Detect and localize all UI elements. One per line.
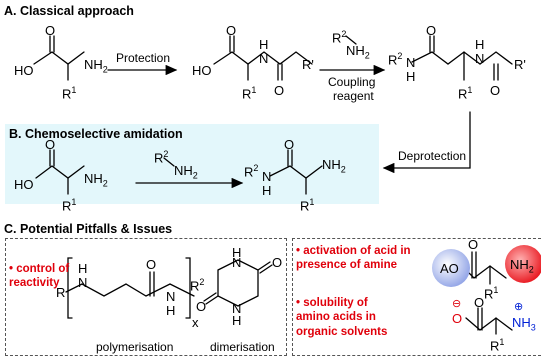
polymer-backbone	[65, 283, 195, 297]
dimer-h1: H	[232, 245, 242, 260]
section-b-title: B. Chemoselective amidation	[9, 127, 183, 141]
aa1-ho: HO	[14, 63, 34, 78]
b-aa-o: O	[45, 137, 56, 152]
paa-o2: O	[274, 83, 285, 98]
zwitterion-o: O	[474, 295, 485, 310]
paa-nh-n: N	[259, 51, 269, 66]
aa1-backbone	[33, 51, 85, 65]
zwitterion-backbone	[465, 317, 513, 331]
b-aa-nh2: NH2	[84, 171, 108, 189]
pitfall-box-reactivity	[5, 238, 287, 356]
activated-nh2: NH2	[510, 257, 534, 275]
product-r1: R1	[458, 85, 473, 102]
b-product-n: N	[262, 169, 272, 184]
label-polymerisation: polymerisation	[96, 340, 174, 354]
product-r-prime: R'	[514, 57, 526, 72]
dimer-n2: N	[232, 301, 242, 316]
coupling-label-1: Coupling	[328, 75, 376, 89]
deprotection-label: Deprotection	[398, 149, 467, 163]
issue-activation: • activation of acid in presence of amin…	[296, 245, 411, 272]
polymer-bracket-right	[185, 257, 191, 319]
panel-b-aa-backbone	[35, 165, 85, 179]
aa1-nh2: NH2	[84, 57, 108, 75]
aa1-o: O	[45, 23, 56, 38]
ester-sphere-icon	[432, 249, 470, 287]
dimer-o2: O	[196, 299, 207, 314]
activated-o: O	[468, 237, 479, 252]
product-o2: O	[490, 83, 501, 98]
poly-h2: H	[166, 303, 176, 318]
zwitterion-o-minus: O	[452, 311, 463, 326]
zwitterion-nh3: NH3	[512, 315, 536, 333]
poly-r2: R2	[190, 277, 205, 294]
deprotection-arrow	[382, 111, 471, 174]
paa-nh-h: H	[259, 37, 269, 52]
panel-b-background	[5, 124, 379, 204]
activated-r1: R1	[484, 285, 499, 302]
activated-ao: AO	[440, 261, 459, 276]
paa-o1: O	[226, 23, 237, 38]
section-a-title: A. Classical approach	[4, 4, 134, 18]
zwitterion-r1: R1	[490, 337, 505, 354]
poly-h1: H	[78, 261, 88, 276]
b-product-o: O	[284, 137, 295, 152]
reagent-nh2: NH2	[346, 43, 370, 61]
pitfall-box-activation-solubility	[292, 238, 541, 356]
b-product-r1: R1	[300, 197, 315, 214]
reagent-r2: R2	[332, 29, 347, 46]
amine-sphere-icon	[505, 245, 541, 283]
b-aa-r1: R1	[62, 197, 77, 214]
product-o1: O	[426, 23, 437, 38]
issue-reactivity: • control of reactivity	[9, 263, 70, 290]
product-h1: H	[406, 69, 416, 84]
coupling-label-2: reagent	[333, 89, 374, 103]
product-n1: N	[406, 55, 416, 70]
b-reagent-r2: R2	[154, 149, 169, 166]
minus-charge-icon: ⊖	[452, 298, 462, 310]
product-r2: R2	[388, 51, 403, 68]
poly-n1: N	[78, 275, 88, 290]
product-backbone	[411, 51, 513, 65]
polymer-bracket-left	[67, 257, 73, 319]
paa-r-prime: R'	[302, 57, 314, 72]
poly-n2: N	[166, 289, 176, 304]
b-product-r2: R2	[244, 163, 259, 180]
paa-ho: HO	[192, 63, 212, 78]
poly-r: R	[56, 285, 66, 300]
dimer-n1: N	[232, 255, 242, 270]
panel-b-product-backbone	[269, 165, 323, 179]
section-c-title: C. Potential Pitfalls & Issues	[4, 222, 173, 236]
b-product-h: H	[262, 183, 272, 198]
issue-solubility: • solubility of amino acids in organic s…	[296, 297, 388, 338]
poly-x: x	[192, 315, 199, 330]
dimer-o1: O	[272, 255, 283, 270]
dimer-h2: H	[232, 313, 242, 328]
aa1-r1: R1	[62, 85, 77, 102]
b-reagent-nh2: NH2	[174, 163, 198, 181]
poly-o: O	[146, 257, 157, 272]
paa-r1: R1	[242, 85, 257, 102]
protection-label: Protection	[116, 51, 171, 65]
product-n2: N	[475, 51, 485, 66]
product-h2: H	[475, 37, 485, 52]
b-aa-ho: HO	[14, 177, 34, 192]
plus-charge-icon: ⊕	[514, 301, 524, 313]
protected-aa-backbone	[213, 51, 313, 65]
b-product-nh2: NH2	[322, 157, 346, 175]
label-dimerisation: dimerisation	[210, 340, 275, 354]
